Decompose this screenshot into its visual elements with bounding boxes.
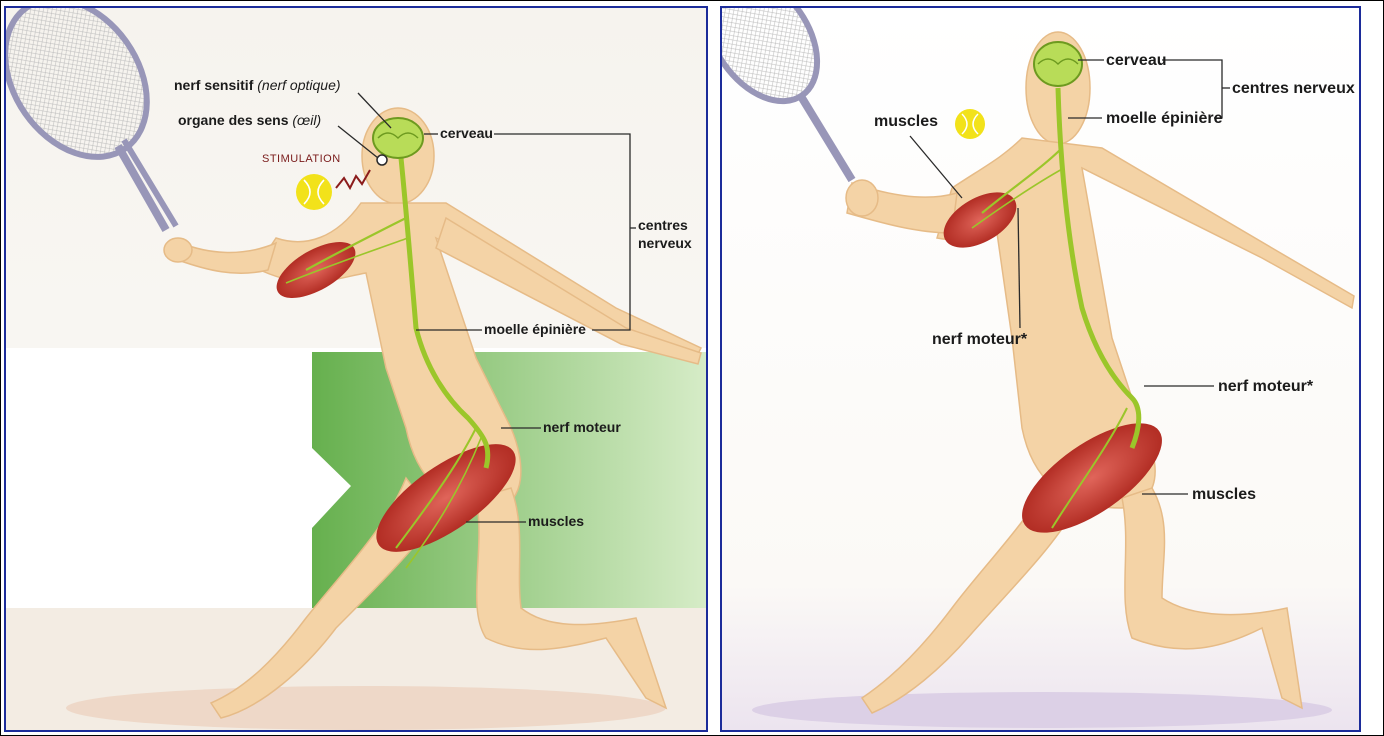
label-nerf-sensitif: nerf sensitif (nerf optique) (174, 77, 341, 93)
eye (377, 155, 387, 165)
label-stimulation: STIMULATION (262, 153, 341, 165)
label-oeil: (œil) (292, 112, 321, 128)
tennis-ball (955, 109, 985, 139)
label-cerveau: cerveau (1106, 52, 1167, 69)
tennis-ball (296, 174, 332, 210)
label-muscles-leg: muscles (1192, 486, 1256, 503)
brain (1034, 42, 1082, 86)
label-nerf-moteur: nerf moteur (543, 419, 621, 435)
left-diagram-panel: nerf sensitif (nerf optique) organe des … (4, 6, 708, 732)
label-centres-line2: nerveux (638, 235, 692, 251)
label-nerf-optique: (nerf optique) (257, 77, 340, 93)
left-diagram-svg: nerf sensitif (nerf optique) organe des … (6, 8, 706, 730)
floor-shadow (752, 692, 1332, 728)
label-muscles-arm: muscles (874, 113, 938, 130)
label-nerf-moteur-arm: nerf moteur* (932, 331, 1028, 348)
right-diagram-svg: cerveau centres nerveux moelle épinière … (722, 8, 1359, 730)
label-centres: centres nerveux (1232, 80, 1355, 97)
right-diagram-panel: cerveau centres nerveux moelle épinière … (720, 6, 1361, 732)
label-nerf-moteur-leg: nerf moteur* (1218, 378, 1314, 395)
label-moelle: moelle épinière (1106, 110, 1223, 127)
label-moelle: moelle épinière (484, 321, 586, 337)
floor-shadow (66, 686, 666, 730)
label-organe: organe des sens (œil) (178, 112, 321, 128)
brain (373, 118, 423, 158)
label-centres-line1: centres (638, 217, 688, 233)
label-cerveau: cerveau (440, 125, 493, 141)
label-muscles: muscles (528, 513, 584, 529)
